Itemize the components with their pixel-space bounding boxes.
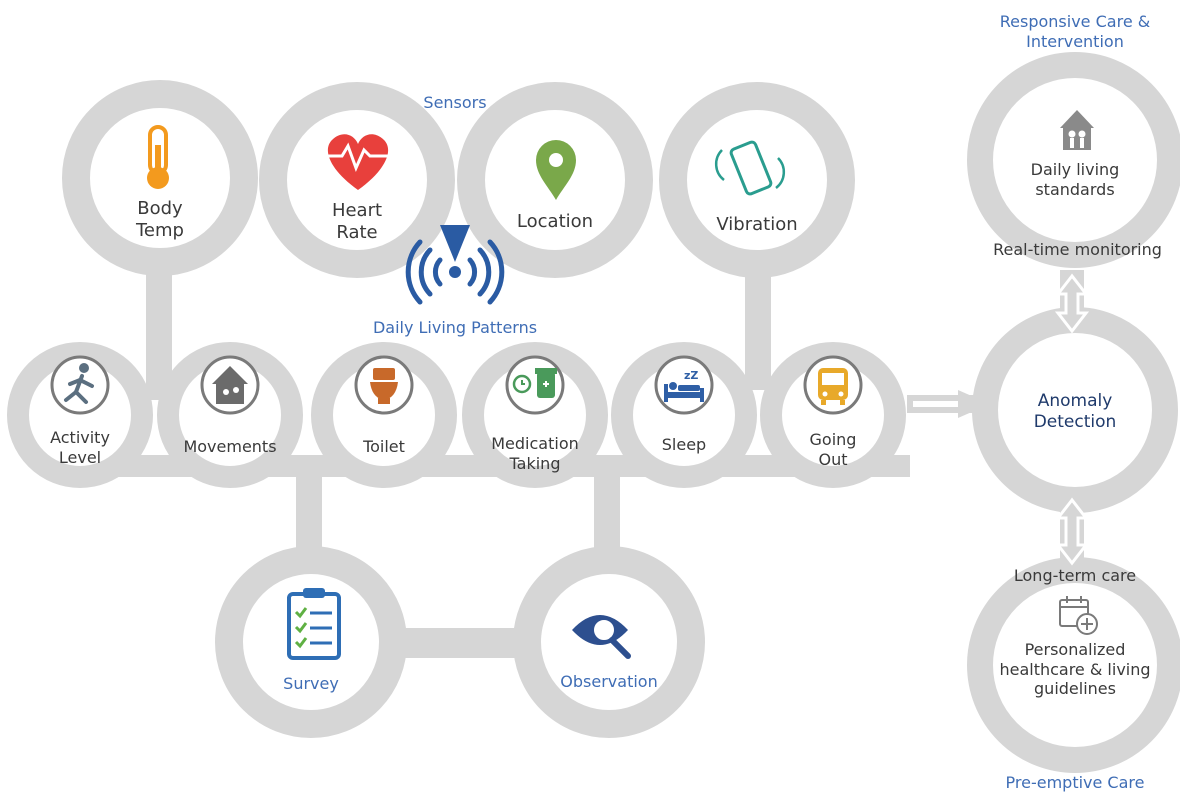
toilet-icon <box>370 368 398 404</box>
sensor-drop-right <box>745 270 771 390</box>
label-longterm-care: Long-term care <box>1013 566 1137 585</box>
pattern-ring-activity <box>7 342 153 488</box>
pattern-ring-movements <box>157 342 303 488</box>
clipboard-icon <box>287 588 341 660</box>
pattern-label-sleep: Sleep <box>661 435 707 454</box>
bed-icon: zZ <box>664 369 704 402</box>
sensor-label-vibration: Vibration <box>716 214 798 235</box>
pattern-label-movements: Movements <box>183 437 277 456</box>
pattern-ring-sleep <box>611 342 757 488</box>
heart-rate-icon <box>326 134 390 190</box>
calendar-plus-icon <box>1059 596 1098 635</box>
location-pin-icon <box>536 140 576 200</box>
double-arrow-top <box>1054 273 1090 334</box>
personalized-ring <box>967 557 1180 773</box>
observation-stem <box>594 460 620 560</box>
pattern-ring-going-out <box>760 342 906 488</box>
daily-standards-ring <box>967 52 1180 268</box>
input-rings <box>215 546 705 738</box>
home-movement-icon <box>212 366 248 404</box>
pattern-ring-toilet <box>311 342 457 488</box>
medication-icon <box>512 368 557 398</box>
label-observation: Observation <box>560 672 658 691</box>
eye-magnifier-icon <box>572 615 631 659</box>
double-arrow-bottom <box>1054 497 1090 566</box>
svg-text:zZ: zZ <box>684 369 698 382</box>
vibrating-phone-icon <box>714 140 786 196</box>
section-responsive-care: Responsive Care & Intervention <box>999 12 1151 51</box>
home-family-icon <box>1060 110 1094 150</box>
sensor-label-location: Location <box>516 211 594 232</box>
section-preemptive-care: Pre-emptive Care <box>1005 773 1145 792</box>
section-daily-living-patterns: Daily Living Patterns <box>372 318 538 337</box>
label-survey: Survey <box>283 674 339 693</box>
wifi-icon <box>405 225 505 305</box>
section-sensors: Sensors <box>423 93 487 112</box>
label-realtime-monitoring: Real-time monitoring <box>993 240 1162 259</box>
pattern-label-toilet: Toilet <box>363 437 405 456</box>
arrow-to-anomaly <box>907 390 990 418</box>
pattern-rings <box>7 342 906 488</box>
thermometer-icon <box>147 125 169 189</box>
bus-icon <box>818 368 848 405</box>
pattern-ring-medication <box>462 342 608 488</box>
runner-icon <box>64 363 94 404</box>
